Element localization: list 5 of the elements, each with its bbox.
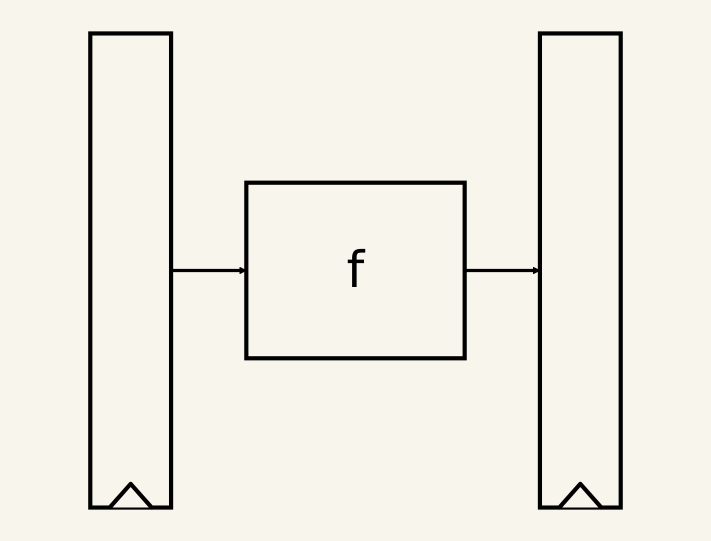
process-box: f <box>244 180 467 360</box>
register-bar <box>538 31 623 510</box>
arrow <box>171 266 247 274</box>
register-bar <box>88 31 174 510</box>
arrow <box>464 266 540 274</box>
